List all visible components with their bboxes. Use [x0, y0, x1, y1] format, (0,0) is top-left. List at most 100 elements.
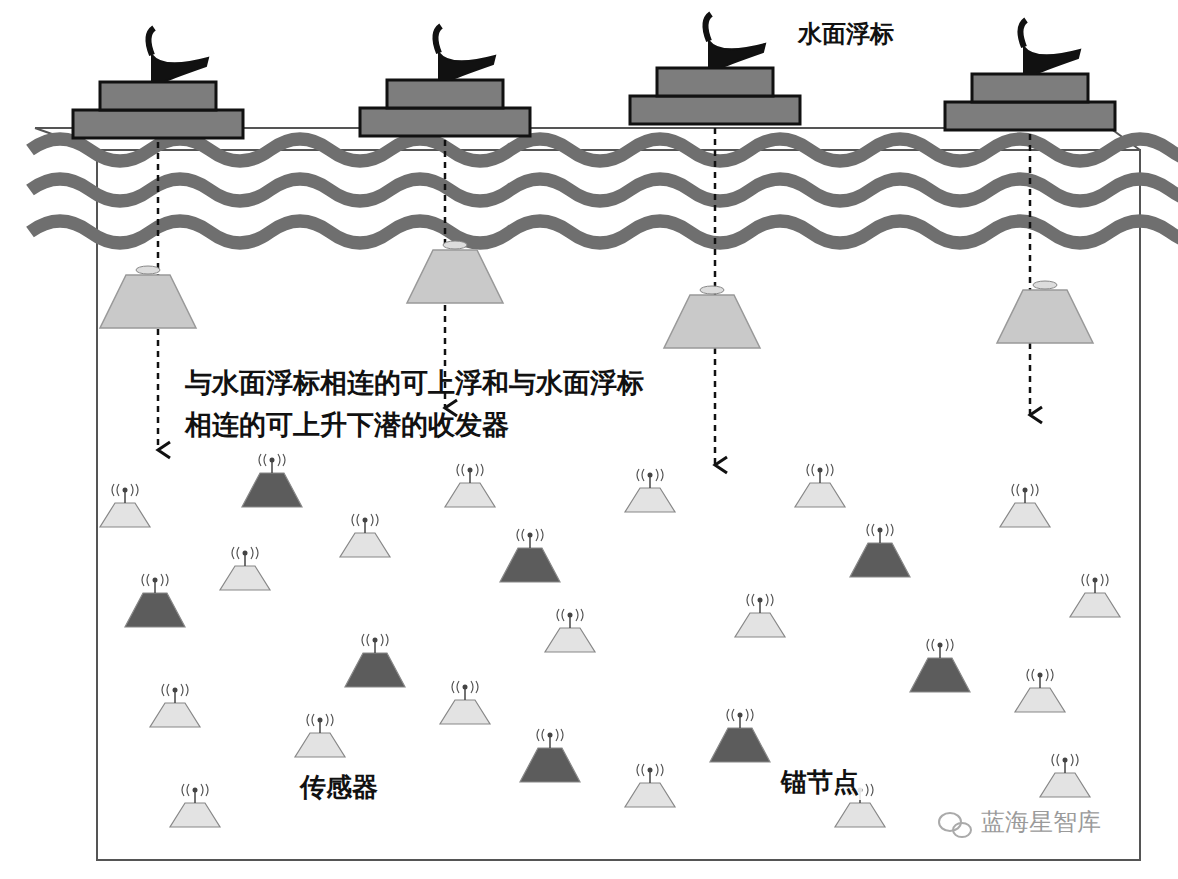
- node-antenna: [1094, 581, 1096, 593]
- node-antenna: [759, 601, 761, 613]
- buoy-hook: [1020, 20, 1026, 47]
- sensor-node: [1000, 503, 1050, 527]
- node-antenna-tip: [648, 768, 653, 773]
- signal-wave: [1076, 754, 1078, 766]
- sensor-node: [220, 566, 270, 590]
- signal-wave: [1051, 669, 1053, 681]
- node-antenna-tip: [468, 468, 473, 473]
- buoy-antenna: [709, 41, 765, 68]
- signal-wave: [362, 634, 364, 646]
- sensor-node: [1070, 593, 1120, 617]
- signal-wave: [556, 729, 558, 741]
- signal-wave: [517, 529, 519, 541]
- signal-wave: [522, 529, 524, 541]
- node-antenna: [271, 461, 273, 473]
- buoy-hook: [435, 26, 441, 53]
- sensor-node: [1040, 773, 1090, 797]
- signal-wave: [637, 469, 639, 481]
- signal-wave: [186, 684, 188, 696]
- signal-wave: [1052, 754, 1054, 766]
- signal-wave: [576, 609, 578, 621]
- signal-wave: [1032, 669, 1034, 681]
- signal-wave: [1031, 484, 1033, 496]
- node-antenna-tip: [738, 713, 743, 718]
- node-antenna-tip: [270, 458, 275, 463]
- signal-wave: [326, 714, 328, 726]
- sensor-node: [1015, 688, 1065, 712]
- node-antenna: [364, 521, 366, 533]
- transceiver-top: [700, 286, 724, 294]
- signal-wave: [1027, 669, 1029, 681]
- wave: [30, 139, 1178, 161]
- signal-wave: [371, 514, 373, 526]
- signal-wave: [807, 464, 809, 476]
- node-antenna: [374, 641, 376, 653]
- signal-wave: [661, 764, 663, 776]
- node-antenna: [154, 581, 156, 593]
- signal-wave: [561, 729, 563, 741]
- signal-wave: [1057, 754, 1059, 766]
- sensor-node: [150, 703, 200, 727]
- signal-wave: [312, 714, 314, 726]
- signal-wave: [542, 729, 544, 741]
- node-antenna: [469, 471, 471, 483]
- node-antenna: [244, 554, 246, 566]
- signal-wave: [182, 784, 184, 796]
- node-antenna-tip: [568, 613, 573, 618]
- sensor-label: 传感器: [297, 770, 381, 805]
- signal-wave: [481, 464, 483, 476]
- signal-wave: [766, 594, 768, 606]
- signal-wave: [812, 464, 814, 476]
- signal-wave: [232, 547, 234, 559]
- signal-wave: [259, 454, 261, 466]
- signal-wave: [117, 484, 119, 496]
- buoy-label: 水面浮标: [795, 18, 897, 50]
- node-antenna-tip: [528, 533, 533, 538]
- node-antenna: [939, 646, 941, 658]
- node-antenna-tip: [1023, 488, 1028, 493]
- water-waves: [30, 139, 1178, 243]
- node-antenna-tip: [1038, 673, 1043, 678]
- signal-wave: [376, 514, 378, 526]
- signal-wave: [951, 639, 953, 651]
- buoy-hook: [705, 14, 711, 41]
- signal-wave: [886, 524, 888, 536]
- signal-wave: [1017, 484, 1019, 496]
- sensor-node: [170, 803, 220, 827]
- buoy-base: [945, 102, 1115, 130]
- signal-wave: [112, 484, 114, 496]
- node-antenna-tip: [648, 473, 653, 478]
- wechat-icon: [939, 813, 971, 837]
- signal-wave: [1106, 574, 1108, 586]
- signal-wave: [581, 609, 583, 621]
- surface-buoys: [73, 14, 1115, 138]
- signal-wave: [162, 684, 164, 696]
- signal-wave: [381, 634, 383, 646]
- signal-wave: [131, 484, 133, 496]
- node-antenna-tip: [1093, 578, 1098, 583]
- node-antenna: [194, 791, 196, 803]
- node-antenna: [879, 531, 881, 543]
- node-antenna-tip: [463, 685, 468, 690]
- signal-wave: [471, 681, 473, 693]
- node-antenna: [319, 721, 321, 733]
- sensor-node: [835, 803, 885, 827]
- signal-wave: [927, 639, 929, 651]
- signal-wave: [642, 469, 644, 481]
- buoy-top: [100, 82, 216, 110]
- dashed-arrow: [1029, 134, 1032, 415]
- node-antenna-tip: [123, 488, 128, 493]
- signal-wave: [251, 547, 253, 559]
- signal-wave: [541, 529, 543, 541]
- signal-wave: [637, 764, 639, 776]
- buoy-base: [73, 110, 243, 138]
- signal-wave: [187, 784, 189, 796]
- buoy-hook: [148, 28, 154, 55]
- dashed-arrows: [158, 128, 1030, 465]
- signal-wave: [826, 464, 828, 476]
- node-antenna: [174, 691, 176, 703]
- node-antenna-tip: [878, 528, 883, 533]
- signal-wave: [1101, 574, 1103, 586]
- transceiver-top: [1033, 281, 1057, 289]
